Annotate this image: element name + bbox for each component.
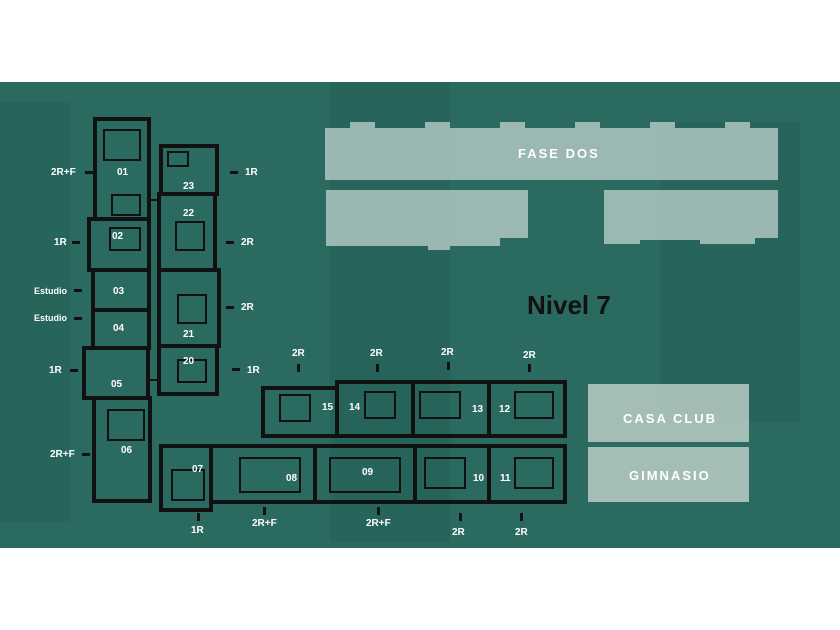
unit-number[interactable]: 07 xyxy=(192,464,204,475)
unit-number[interactable]: 15 xyxy=(322,402,334,413)
unit-type-label: 2R+F xyxy=(252,518,277,529)
unit-number[interactable]: 10 xyxy=(473,473,485,484)
unit-type-label: 2R+F xyxy=(50,449,75,460)
unit-number[interactable]: 02 xyxy=(112,231,124,242)
unit-type-label: 2R xyxy=(452,527,465,538)
unit-type-label: 2R xyxy=(241,237,254,248)
unit-type-label: 1R xyxy=(245,167,258,178)
fase-dos-lower-right xyxy=(604,190,778,244)
unit-number[interactable]: 05 xyxy=(111,379,123,390)
unit-type-label: Estudio xyxy=(34,286,67,296)
unit-12-walls xyxy=(487,380,567,438)
unit-number[interactable]: 14 xyxy=(349,402,361,413)
unit-type-label: 1R xyxy=(49,365,62,376)
unit-type-label: 2R xyxy=(523,350,536,361)
unit-type-label: 2R xyxy=(515,527,528,538)
unit-number[interactable]: 13 xyxy=(472,404,484,415)
unit-type-label: 2R xyxy=(370,348,383,359)
unit-number[interactable]: 04 xyxy=(113,323,125,334)
unit-05-walls xyxy=(82,346,150,400)
unit-number[interactable]: 23 xyxy=(183,181,195,192)
unit-type-label: 2R xyxy=(241,302,254,313)
unit-type-label: 2R xyxy=(441,347,454,358)
unit-number[interactable]: 08 xyxy=(286,473,298,484)
unit-number[interactable]: 21 xyxy=(183,329,195,340)
gimnasio-label: GIMNASIO xyxy=(629,468,711,483)
unit-number[interactable]: 09 xyxy=(362,467,374,478)
gimnasio-block xyxy=(588,447,749,502)
casa-club-label: CASA CLUB xyxy=(623,411,718,426)
fase-dos-lower-left xyxy=(326,190,528,250)
unit-type-label: 1R xyxy=(54,237,67,248)
fase-dos-block xyxy=(325,122,778,180)
unit-type-label: 1R xyxy=(247,365,260,376)
casa-club-block xyxy=(588,384,749,442)
unit-number[interactable]: 06 xyxy=(121,445,133,456)
unit-type-label: Estudio xyxy=(34,313,67,323)
unit-type-label: 1R xyxy=(191,525,204,536)
unit-number[interactable]: 01 xyxy=(117,167,129,178)
unit-06-walls xyxy=(92,396,152,503)
unit-11-walls xyxy=(487,444,567,504)
unit-number[interactable]: 03 xyxy=(113,286,125,297)
level-title: Nivel 7 xyxy=(527,290,611,320)
unit-number[interactable]: 11 xyxy=(500,473,511,484)
unit-type-label: 2R xyxy=(292,348,305,359)
unit-20-walls xyxy=(157,344,219,396)
fase-dos-label: FASE DOS xyxy=(518,146,600,161)
unit-type-label: 2R+F xyxy=(51,167,76,178)
unit-22-walls xyxy=(157,192,217,272)
unit-number[interactable]: 22 xyxy=(183,208,195,219)
unit-number[interactable]: 20 xyxy=(183,356,195,367)
unit-number[interactable]: 12 xyxy=(499,404,511,415)
unit-type-label: 2R+F xyxy=(366,518,391,529)
